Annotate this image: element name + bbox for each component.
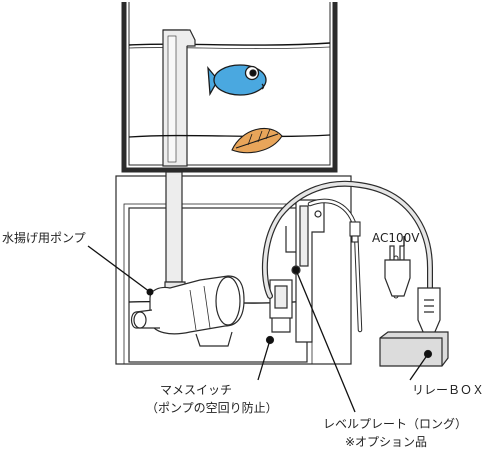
fish-icon — [207, 64, 267, 97]
label-level-plate-note: ※オプション品 — [345, 435, 427, 449]
label-switch: マメスイッチ — [160, 383, 232, 397]
label-relay-box: リレーＢＯＸ — [412, 383, 484, 397]
return-pipe — [162, 29, 196, 167]
tank-substrate — [128, 134, 331, 138]
relay-box — [379, 331, 449, 367]
label-level-plate: レベルプレート（ロング） — [323, 417, 467, 431]
relay-socket-icon — [417, 287, 441, 335]
leader-lines — [87, 236, 429, 413]
leaf-icon — [231, 127, 283, 154]
label-pump: 水揚げ用ポンプ — [2, 231, 86, 245]
lift-pump — [130, 275, 245, 347]
lift-pipe — [165, 171, 183, 283]
tank-water-surface — [128, 42, 331, 46]
ac-plug-icon — [384, 245, 411, 297]
leader-dots — [146, 266, 432, 358]
label-switch-sub: （ポンプの空回り防止） — [146, 400, 278, 415]
label-ac: AC100V — [372, 231, 420, 245]
cable-joint — [349, 221, 361, 243]
